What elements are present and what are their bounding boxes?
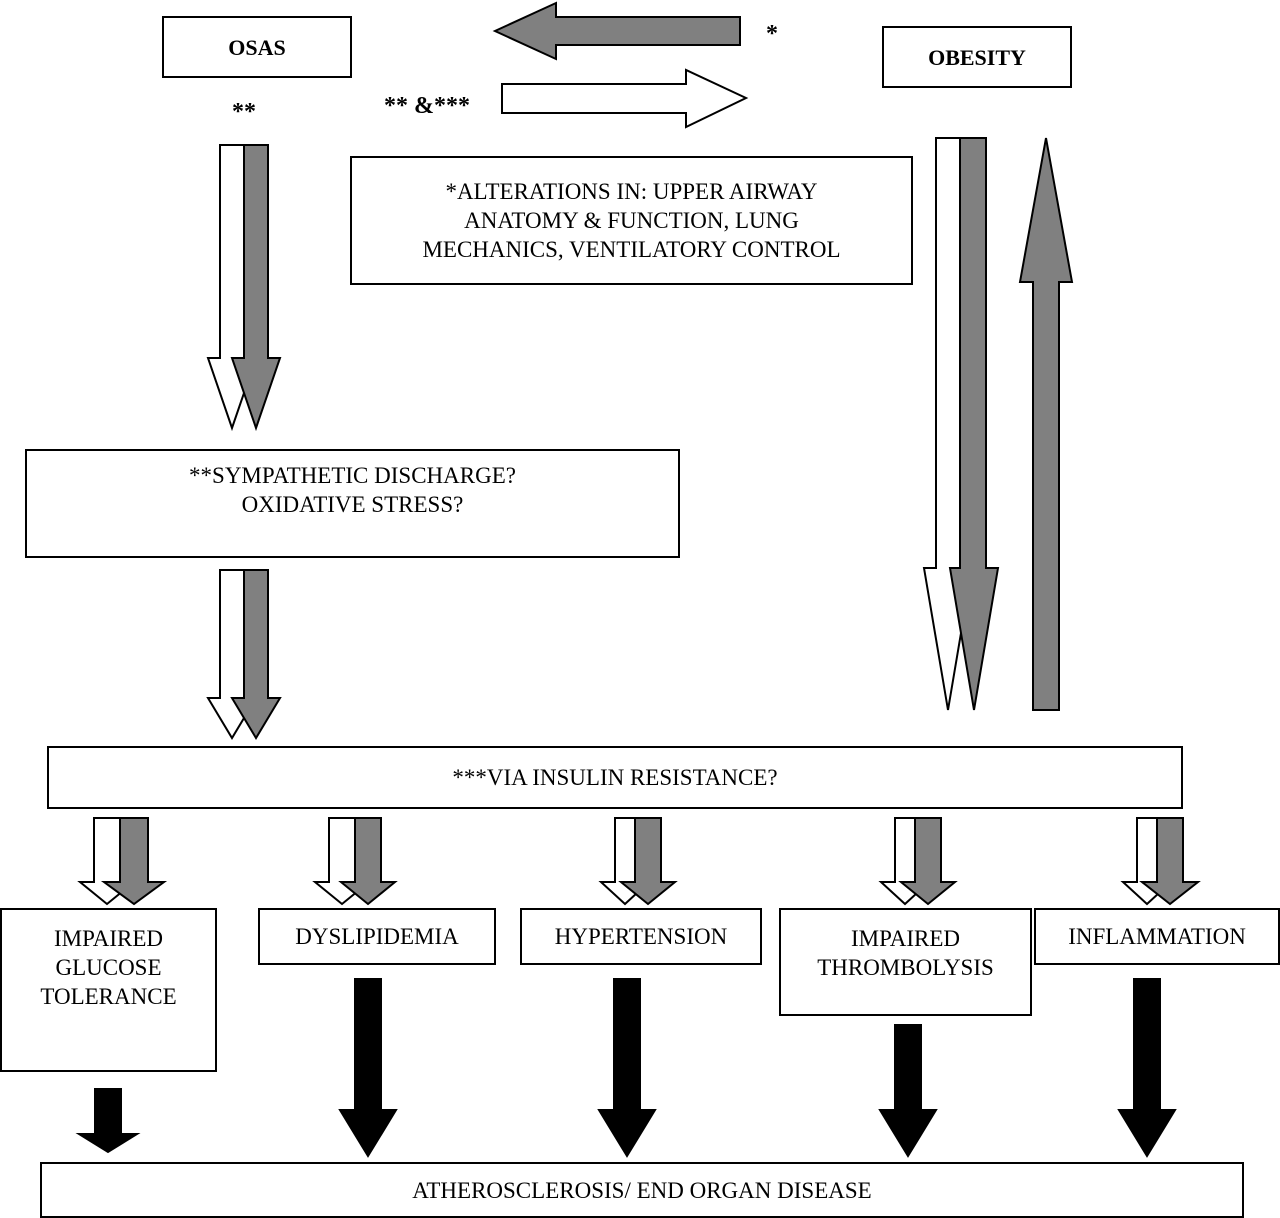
arrow-glucose-to-atherosclerosis xyxy=(75,1088,141,1154)
arrow-thrombolysis-to-atherosclerosis xyxy=(878,1024,938,1158)
inflammation-box: INFLAMMATION xyxy=(1034,908,1280,965)
arrow-hypertension-to-atherosclerosis xyxy=(597,978,657,1158)
arrow-to-inflammation xyxy=(1120,817,1201,906)
arrow-osas-down-gray xyxy=(230,144,282,432)
dyslipidemia-label: DYSLIPIDEMIA xyxy=(295,924,459,949)
inflammation-label: INFLAMMATION xyxy=(1068,924,1246,949)
obesity-label: OBESITY xyxy=(928,44,1026,70)
osas-box: OSAS xyxy=(162,16,352,78)
arrow-inflammation-to-atherosclerosis xyxy=(1117,978,1177,1158)
alterations-label: *ALTERATIONS IN: UPPER AIRWAY ANATOMY & … xyxy=(422,179,841,262)
dyslipidemia-box: DYSLIPIDEMIA xyxy=(258,908,496,965)
sympathetic-box: **SYMPATHETIC DISCHARGE? OXIDATIVE STRES… xyxy=(25,449,680,558)
arrow-to-thrombolysis xyxy=(878,817,958,906)
arrow-osas-to-obesity xyxy=(501,68,749,129)
arrow-to-glucose xyxy=(77,817,168,906)
atherosclerosis-box: ATHEROSCLEROSIS/ END ORGAN DISEASE xyxy=(40,1162,1244,1218)
arrow-dyslipidemia-to-atherosclerosis xyxy=(338,978,398,1158)
obesity-box: OBESITY xyxy=(882,26,1072,88)
insulin-label: ***VIA INSULIN RESISTANCE? xyxy=(452,765,778,790)
thrombolysis-label: IMPAIRED THROMBOLYSIS xyxy=(817,926,994,980)
sympathetic-label: **SYMPATHETIC DISCHARGE? OXIDATIVE STRES… xyxy=(189,463,516,517)
atherosclerosis-label: ATHEROSCLEROSIS/ END ORGAN DISEASE xyxy=(412,1177,872,1203)
hypertension-box: HYPERTENSION xyxy=(520,908,762,965)
glucose-label: IMPAIRED GLUCOSE TOLERANCE xyxy=(40,926,177,1009)
arrow-obesity-down-gray xyxy=(948,137,1000,711)
thrombolysis-box: IMPAIRED THROMBOLYSIS xyxy=(779,908,1032,1016)
label-osas-to-obesity: ** &*** xyxy=(384,93,470,119)
arrow-obesity-to-osas xyxy=(492,1,741,61)
osas-label: OSAS xyxy=(228,34,286,60)
arrow-up-to-obesity xyxy=(1018,137,1074,711)
alterations-box: *ALTERATIONS IN: UPPER AIRWAY ANATOMY & … xyxy=(350,156,913,285)
hypertension-label: HYPERTENSION xyxy=(554,924,728,949)
glucose-box: IMPAIRED GLUCOSE TOLERANCE xyxy=(0,908,217,1072)
label-obesity-to-osas: * xyxy=(766,21,778,47)
insulin-box: ***VIA INSULIN RESISTANCE? xyxy=(47,746,1183,809)
arrow-to-dyslipidemia xyxy=(312,817,398,906)
label-osas-down: ** xyxy=(232,99,256,125)
arrow-to-hypertension xyxy=(598,817,678,906)
arrow-sympathetic-down-gray xyxy=(230,569,282,740)
